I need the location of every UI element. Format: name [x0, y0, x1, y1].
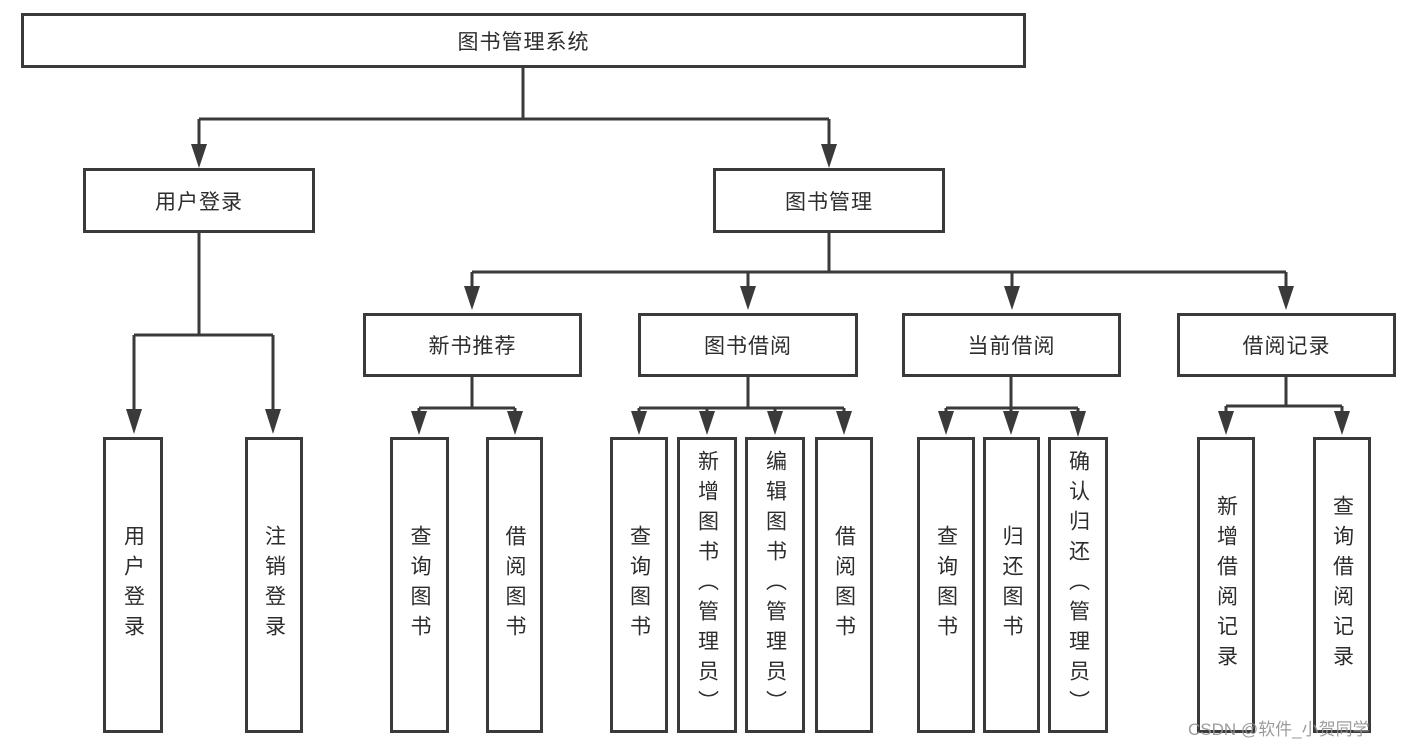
leaf-edit-book-admin: 编辑图书（管理员）: [745, 437, 805, 733]
node-borrowing-records: 借阅记录: [1177, 313, 1396, 377]
leaf-query-books-recommend: 查询图书: [390, 437, 449, 733]
node-user-login: 用户登录: [83, 168, 315, 233]
arrowhead-icons: [126, 144, 1350, 437]
leaf-borrow-books: 借阅图书: [815, 437, 873, 733]
leaf-add-borrow-record: 新增借阅记录: [1197, 437, 1255, 733]
node-book-borrowing: 图书借阅: [638, 313, 858, 377]
node-new-book-recommendation: 新书推荐: [363, 313, 582, 377]
node-root-library-system: 图书管理系统: [21, 13, 1026, 68]
leaf-query-books-borrow: 查询图书: [610, 437, 668, 733]
leaf-query-borrow-record: 查询借阅记录: [1313, 437, 1371, 733]
node-current-borrowing: 当前借阅: [902, 313, 1121, 377]
node-book-management: 图书管理: [713, 168, 945, 233]
leaf-query-books-current: 查询图书: [917, 437, 975, 733]
leaf-add-book-admin: 新增图书（管理员）: [677, 437, 737, 733]
leaf-return-book: 归还图书: [983, 437, 1040, 733]
leaf-user-login: 用户登录: [103, 437, 163, 733]
leaf-confirm-return-admin: 确认归还（管理员）: [1048, 437, 1108, 733]
leaf-logout: 注销登录: [245, 437, 303, 733]
csdn-watermark: CSDN @软件_小贺同学: [1188, 720, 1370, 739]
leaf-borrow-books-recommend: 借阅图书: [486, 437, 543, 733]
